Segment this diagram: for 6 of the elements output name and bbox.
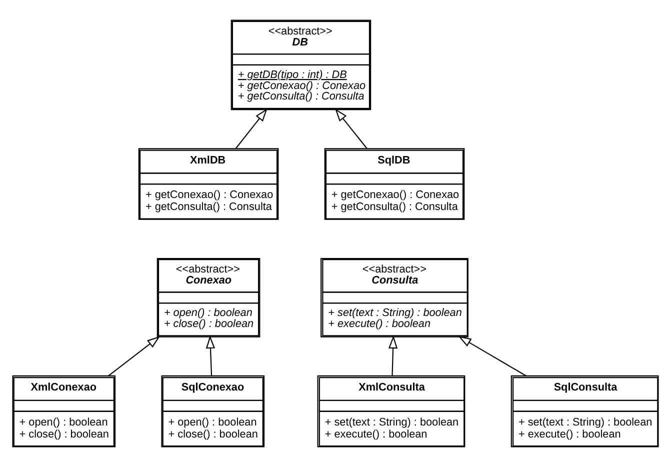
arrow	[334, 108, 368, 148]
arrow	[235, 108, 268, 148]
arrow	[388, 334, 398, 376]
arrow	[458, 336, 526, 376]
arrow	[108, 336, 160, 376]
arrow	[206, 334, 216, 376]
